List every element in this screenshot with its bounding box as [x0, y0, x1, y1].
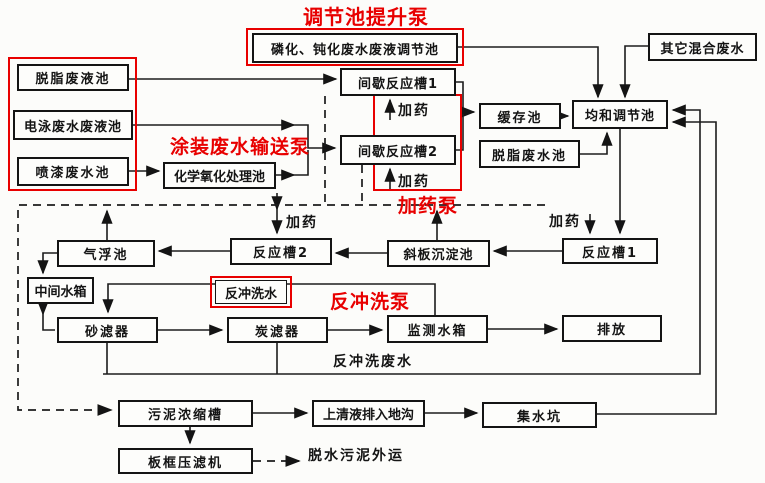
- node-buffer-tank: 缓存池: [479, 103, 561, 129]
- node-supernatant-trench: 上清液排入地沟: [312, 400, 425, 427]
- node-reaction-tank-1: 反应槽1: [562, 238, 658, 264]
- node-batch-reactor-1: 间歇反应槽1: [340, 68, 456, 96]
- node-sand-filter: 砂滤器: [57, 317, 158, 343]
- label-sludge-out: 脱水污泥外运: [308, 448, 404, 464]
- node-collection-pit: 集水坑: [482, 402, 597, 428]
- flow-line: [456, 114, 464, 151]
- label-dosing-2: 加药: [398, 174, 430, 190]
- node-sludge-thickener: 污泥浓缩槽: [118, 400, 253, 427]
- annotation-transfer-pump: 涂装废水输送泵: [170, 136, 311, 158]
- node-degrease-waste-liquid-tank: 脱脂废液池: [17, 64, 129, 91]
- node-electrophoresis-tank: 电泳废水废液池: [13, 110, 133, 140]
- node-backwash-water: 反冲洗水: [215, 280, 287, 304]
- node-inclined-plate-settler: 斜板沉淀池: [387, 240, 490, 267]
- flow-line: [294, 150, 309, 176]
- node-degrease-wastewater-tank: 脱脂废水池: [479, 140, 580, 168]
- node-equalization-tank: 均和调节池: [572, 100, 668, 129]
- node-chemical-oxidation-tank: 化学氧化处理池: [163, 162, 276, 189]
- highlight-lift-pump-box: [246, 28, 464, 66]
- node-monitor-tank: 监测水箱: [387, 315, 488, 343]
- highlight-backwash-pump-box: [210, 276, 292, 308]
- label-dosing-1: 加药: [398, 103, 430, 119]
- flow-line: [102, 283, 215, 314]
- node-intermediate-tank: 中间水箱: [27, 277, 94, 304]
- node-spray-paint-tank: 喷漆废水池: [17, 157, 129, 186]
- node-reaction-tank-2: 反应槽2: [230, 238, 332, 265]
- flow-line: [103, 104, 701, 375]
- annotation-lift-pump: 调节池提升泵: [303, 5, 429, 29]
- node-air-flotation-tank: 气浮池: [57, 240, 155, 267]
- node-adjust-tank: 磷化、钝化废水废液调节池: [252, 33, 458, 63]
- flow-line: [458, 46, 604, 99]
- node-carbon-filter: 炭滤器: [227, 317, 328, 343]
- node-other-mixed-wastewater: 其它混合废水: [648, 33, 757, 61]
- flow-line: [580, 131, 613, 155]
- label-dosing-4: 加药: [549, 214, 581, 230]
- highlight-source-tanks-box: [8, 57, 137, 191]
- flow-line: [456, 81, 476, 118]
- node-discharge: 排放: [562, 315, 662, 342]
- label-backwash-wastewater: 反冲洗废水: [333, 354, 413, 370]
- node-batch-reactor-2: 间歇反应槽2: [340, 135, 456, 165]
- flow-line: [597, 116, 717, 415]
- flow-line: [294, 124, 337, 154]
- node-filter-press: 板框压滤机: [118, 448, 253, 474]
- label-dosing-3: 加药: [286, 215, 318, 231]
- flow-line: [37, 252, 57, 275]
- flow-line: [619, 45, 648, 99]
- flow-line: [287, 283, 436, 315]
- flow-line: [42, 314, 55, 331]
- annotation-backwash-pump: 反冲洗泵: [330, 291, 411, 313]
- annotation-dosing-pump: 加药泵: [398, 195, 459, 217]
